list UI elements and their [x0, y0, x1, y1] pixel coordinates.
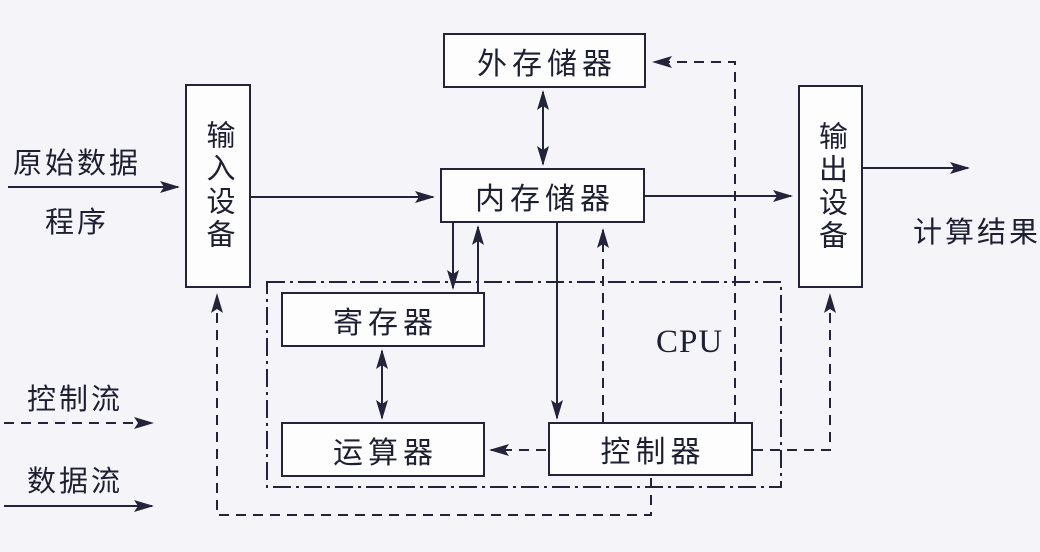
arrow-controller-to-input [211, 293, 652, 516]
register-box: 寄存器 [281, 292, 485, 347]
arrow-controller-to-extstorage [652, 56, 736, 422]
cpu-boundary-box [266, 281, 782, 488]
controller-box: 控制器 [548, 422, 753, 476]
input-device-box: 输入设备 [185, 84, 251, 288]
raw-data-label: 原始数据 [13, 148, 142, 180]
legend-control-flow-label: 控制流 [27, 384, 124, 416]
alu-box: 运算器 [281, 422, 485, 477]
main-memory-box: 内存储器 [440, 168, 645, 223]
cpu-label: CPU [656, 324, 724, 360]
program-label: 程序 [45, 207, 110, 239]
output-device-box: 输出设备 [798, 85, 863, 288]
external-storage-box: 外存储器 [443, 33, 646, 88]
result-label: 计算结果 [913, 217, 1040, 249]
legend-data-flow-label: 数据流 [27, 466, 124, 498]
arrow-controller-to-output [753, 293, 836, 451]
